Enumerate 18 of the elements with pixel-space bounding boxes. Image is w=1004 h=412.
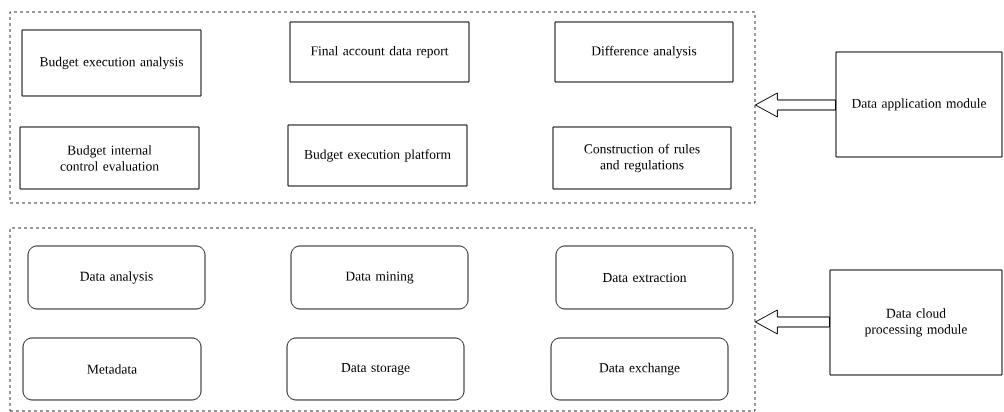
rounded-box: Data storage	[286, 337, 465, 401]
rounded-box: Data exchange	[550, 337, 729, 401]
block-arrow	[754, 92, 836, 118]
rounded-box: Data analysis	[27, 245, 206, 310]
process-box: Budget execution platform	[287, 124, 468, 187]
process-box: Difference analysis	[554, 21, 734, 83]
module-box: Data cloud processing module	[829, 269, 1003, 376]
process-box: Final account data report	[289, 21, 470, 83]
group-frame	[9, 11, 756, 204]
block-arrow	[754, 309, 830, 335]
process-box: Budget internal control evaluation	[19, 126, 200, 190]
rounded-box: Data mining	[290, 245, 469, 310]
process-box: Construction of rules and regulations	[552, 126, 732, 190]
rounded-box: Metadata	[22, 337, 202, 401]
process-box: Budget execution analysis	[21, 29, 202, 97]
rounded-box: Data extraction	[555, 245, 734, 310]
group-frame	[9, 227, 756, 412]
module-box: Data application module	[835, 51, 1003, 158]
